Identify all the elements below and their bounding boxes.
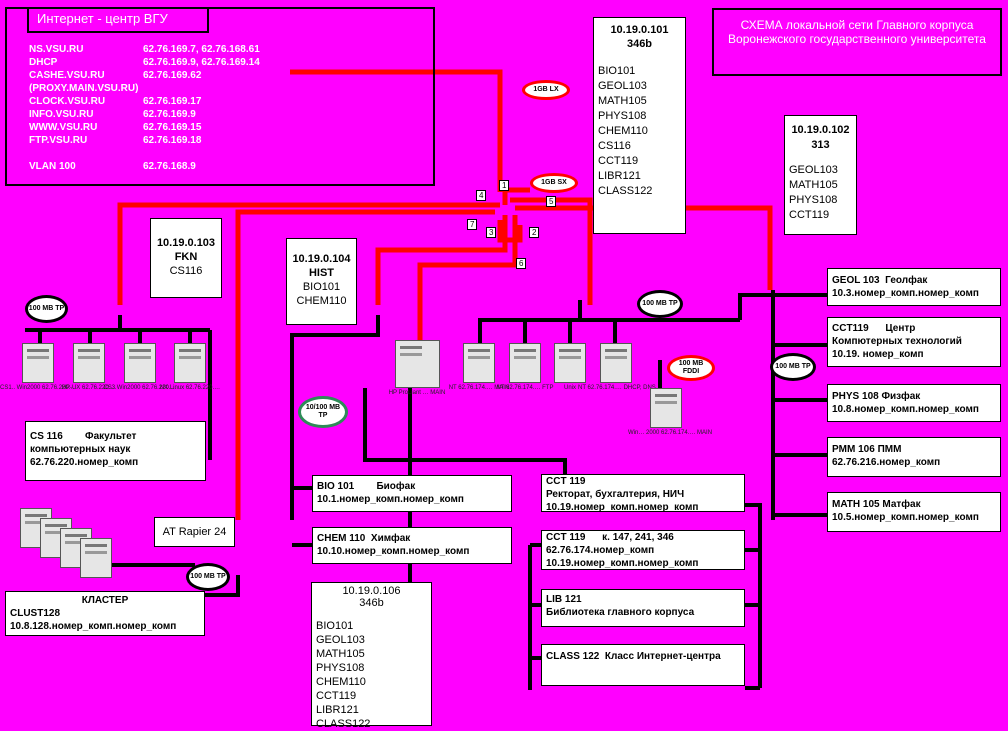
at-rapier-label: AT Rapier 24 bbox=[154, 517, 235, 547]
server-icon: CS3 Win2000 62.76.220.… bbox=[103, 343, 177, 391]
server-icon: NX Linux 62.76.220.… bbox=[160, 343, 220, 391]
schema-title: СХЕМА локальной сети Главного корпуса Во… bbox=[712, 8, 1002, 76]
hub-oval-10-100: 10/100 MB TP bbox=[298, 396, 348, 428]
hub-oval-cluster: 100 MB TP bbox=[186, 563, 230, 591]
server-icon: CS1.. Win2000 62.76.220.… bbox=[0, 343, 76, 391]
hp-server-icon: HP ProLiant … MAIN bbox=[389, 340, 445, 396]
switch-box-104: 10.19.0.104 HIST BIO101 CHEM110 bbox=[286, 238, 357, 325]
link-label: 4 bbox=[476, 190, 487, 201]
server-icon: NT 62.76.174.… DHCP, DNS bbox=[578, 343, 656, 391]
switch-box-103: 10.19.0.103 FKN CS116 bbox=[150, 218, 222, 298]
link-label: 5 bbox=[546, 196, 557, 207]
fddi-server-icon: Win… 2000 62.76.174.… MAIN bbox=[628, 388, 712, 436]
link-label: 3 bbox=[486, 227, 497, 238]
dept-cs-box: CS 116 Факультет компьютерных наук 62.76… bbox=[25, 421, 206, 481]
fddi-oval: 100 MB FDDI bbox=[667, 355, 715, 381]
hub-oval-mid: 100 MB TP bbox=[637, 290, 683, 318]
server-icon: NT 62.76.174.… FTP bbox=[497, 343, 553, 391]
gb-lx-oval: 1GB LX bbox=[522, 80, 570, 100]
server-icon: HP-UX 62.76.220.… bbox=[62, 343, 116, 391]
gb-sx-oval: 1GB SX bbox=[530, 173, 578, 193]
host-row: (PROXY.MAIN.VSU.RU) bbox=[29, 83, 139, 94]
hub-oval-left: 100 MB TP bbox=[25, 295, 68, 323]
link-label: 1 bbox=[499, 180, 510, 191]
link-label: 7 bbox=[467, 219, 478, 230]
link-label: 6 bbox=[516, 258, 527, 269]
cluster-box: КЛАСТЕР CLUST128 10.8.128.номер_комп.ном… bbox=[5, 591, 205, 636]
server-icon: NT 62.76.174.… MAIN bbox=[449, 343, 509, 391]
host-row bbox=[29, 147, 260, 160]
cluster-server-icon bbox=[80, 538, 112, 578]
link-label: 2 bbox=[529, 227, 540, 238]
hub-oval-right: 100 MB TP bbox=[770, 353, 816, 381]
internet-center-title: Интернет - центр ВГУ bbox=[27, 8, 209, 33]
server-icon: Unix bbox=[554, 343, 586, 391]
dept-class-box: CLASS 122 Класс Интернет-центра bbox=[541, 644, 745, 686]
